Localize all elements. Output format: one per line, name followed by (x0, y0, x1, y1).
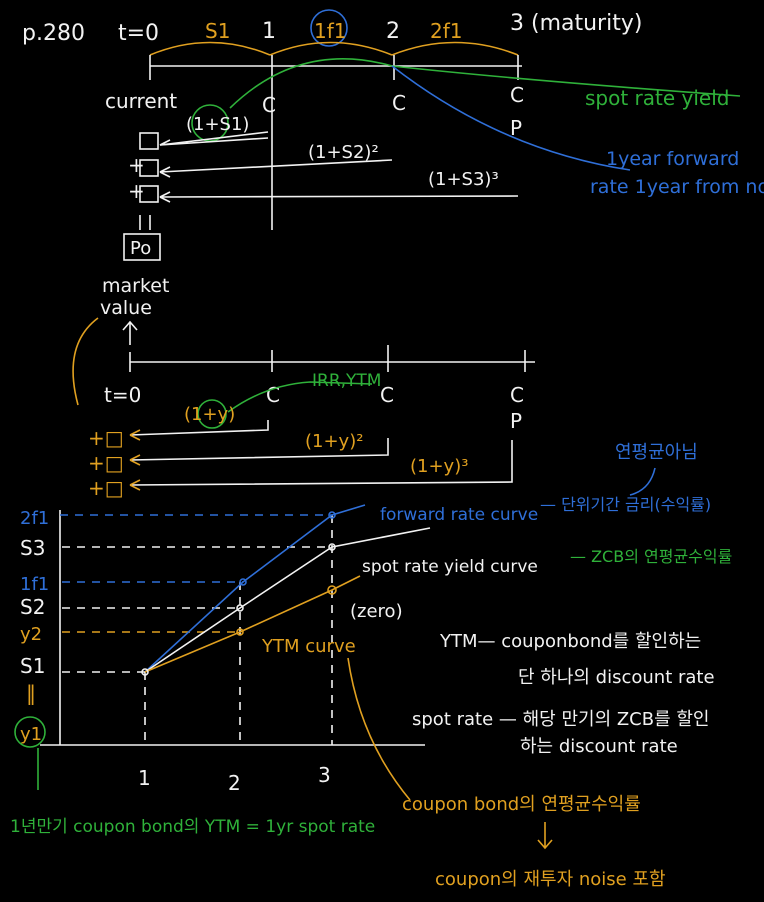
period-braces (149, 41, 519, 56)
ytm-def-1: YTM— couponbond를 할인하는 (439, 631, 701, 652)
f2-label: 2f1 (430, 19, 463, 43)
current-label: current (105, 89, 177, 113)
t1-label: 1 (262, 19, 276, 44)
mid-plus-box-2: +□ (88, 451, 124, 475)
page-ref: p.280 (22, 21, 85, 46)
irr-label: IRR,YTM (312, 371, 381, 391)
ytm-curve (144, 575, 361, 673)
down-arrow (537, 822, 553, 850)
forward-curve-label: forward rate curve (380, 505, 538, 525)
spot-def-2: 하는 discount rate (520, 736, 678, 757)
mid-p: P (510, 409, 522, 433)
point-y2 (236, 628, 244, 636)
not-annual-avg-note: 연평균아님 (615, 442, 698, 463)
pv-arrows (159, 137, 519, 203)
spot-curve-label: spot rate yield curve (362, 557, 538, 577)
discount-3: (1+S3)³ (428, 169, 499, 190)
y-label-s3: S3 (20, 536, 45, 560)
y-label-y2: y2 (20, 624, 42, 645)
pv-box-2 (139, 159, 159, 177)
discount-2: (1+S2)² (308, 142, 379, 163)
point-s1 (141, 668, 149, 676)
x-label-1: 1 (138, 766, 151, 790)
mid-arrowheads (129, 429, 141, 491)
point-1f1 (239, 578, 247, 586)
bottom-right-2: coupon의 재투자 noise 포함 (435, 869, 666, 890)
x-label-3: 3 (318, 763, 331, 787)
ytm-curve-label: YTM curve (261, 636, 356, 657)
t2-label: 2 (386, 19, 400, 44)
po-label: Po (130, 238, 151, 259)
plus-2: + (128, 179, 145, 203)
equals-sign: ‖ (26, 681, 36, 705)
ytm-def-2: 단 하나의 discount rate (518, 667, 715, 688)
mid-discount-3: (1+y)³ (410, 456, 468, 477)
y1-highlight-circle (14, 716, 46, 748)
c2-label: C (392, 91, 406, 115)
mid-pv-lines (129, 420, 513, 486)
y-label-y1: y1 (20, 724, 42, 745)
plus-1: + (128, 153, 145, 177)
forward-note-1: 1year forward (606, 148, 739, 170)
forward-curve-desc: — 단위기간 금리(수익률) (540, 495, 711, 514)
pv-box-3 (139, 185, 159, 203)
mid-t0-label: t=0 (104, 383, 141, 407)
point-s2 (236, 604, 244, 612)
point-2f1 (328, 511, 336, 519)
spot-curve-desc: — ZCB의 연평균수익률 (570, 547, 732, 566)
spot-def-1: spot rate — 해당 만기의 ZCB를 할인 (412, 709, 710, 730)
maturity-label: 3 (maturity) (510, 11, 642, 36)
mid-c3: C (510, 383, 524, 407)
bottom-left-note: 1년만기 coupon bond의 YTM = 1yr spot rate (10, 817, 375, 837)
mid-discount-1: (1+y) (184, 404, 235, 425)
y-label-1f1: 1f1 (20, 574, 49, 595)
f1-label: 1f1 (314, 19, 347, 43)
y-label-s2: S2 (20, 595, 45, 619)
forward-note-line (391, 65, 631, 171)
spot-yield-arrow (229, 58, 741, 109)
note-link (629, 467, 656, 496)
pv-box-1 (139, 132, 159, 150)
p-label: P (510, 116, 522, 140)
spot-rate-curve (144, 527, 431, 673)
zero-label: (zero) (350, 601, 403, 622)
mid-discount-2: (1+y)² (305, 431, 363, 452)
f1-highlight-circle (310, 9, 348, 47)
po-box (123, 233, 161, 261)
mid-plus-box-1: +□ (88, 426, 124, 450)
ytm-pointer (347, 657, 411, 801)
c3-label: C (510, 83, 524, 107)
mid-c1: C (266, 383, 280, 407)
forward-rate-curve (144, 504, 366, 673)
x-label-2: 2 (228, 771, 241, 795)
forward-note-2: rate 1year from now (590, 176, 764, 198)
y-label-s1: S1 (20, 654, 45, 678)
discount-1: (1+S1) (186, 114, 249, 135)
c1-label: C (262, 93, 276, 117)
t0-label: t=0 (118, 21, 159, 46)
spot-yield-note: spot rate yield (585, 86, 729, 110)
up-arrow (122, 320, 138, 345)
market-value-1: market (102, 275, 169, 297)
bottom-right-1: coupon bond의 연평균수익률 (402, 794, 641, 815)
point-y3 (327, 585, 337, 595)
irr-line (227, 381, 373, 413)
guide-lines (60, 514, 333, 745)
s1-label: S1 (205, 19, 230, 43)
y-label-2f1: 2f1 (20, 508, 49, 529)
mid-plus-box-3: +□ (88, 476, 124, 500)
y-highlight-circle (197, 399, 227, 429)
point-s3 (328, 543, 336, 551)
bracket-curve (72, 317, 99, 406)
mid-c2: C (380, 383, 394, 407)
market-value-2: value (100, 297, 152, 319)
